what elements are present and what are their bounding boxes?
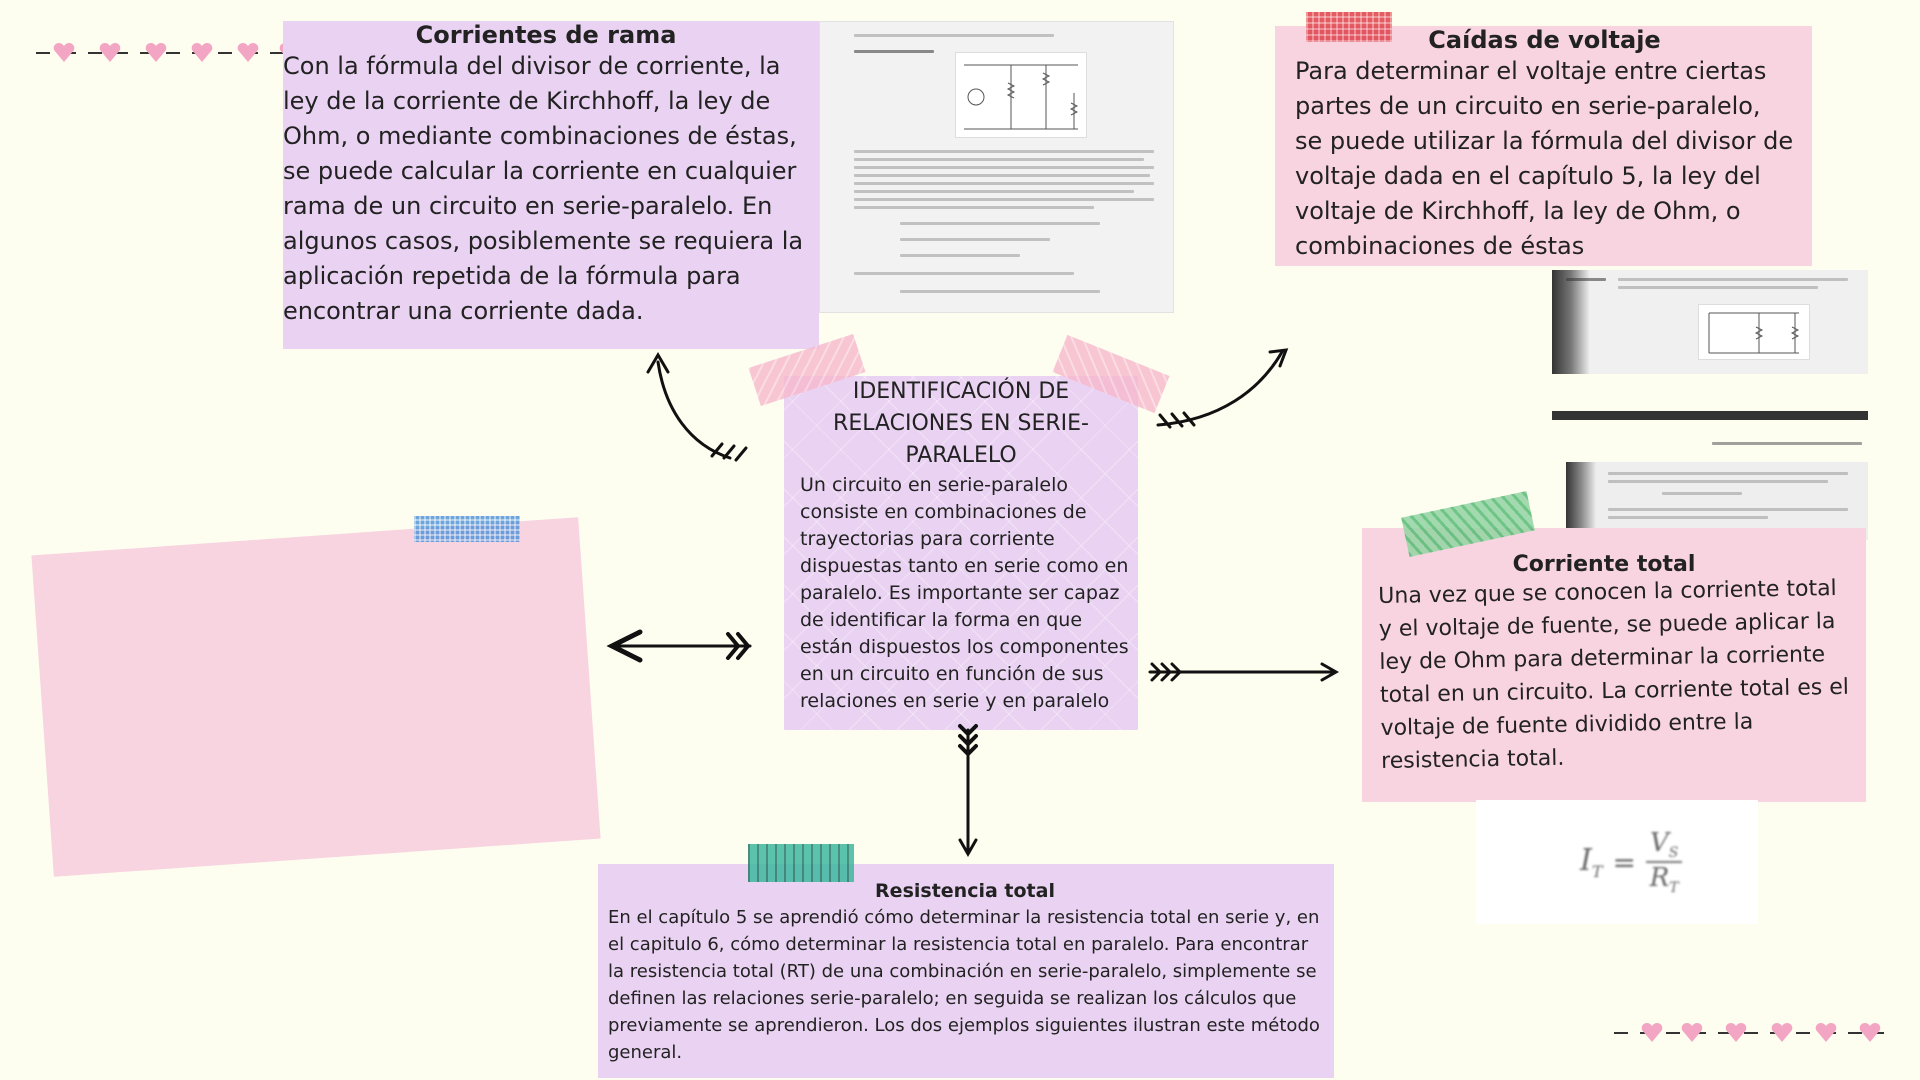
textbook-example-image [819,21,1174,313]
formula-lhs: I [1580,843,1592,879]
formula-den: R [1649,863,1670,894]
formula-lhs-sub: T [1591,862,1603,882]
total-resistance-body: En el capítulo 5 se aprendió cómo determ… [608,907,1320,1063]
total-current-formula: IT = VS RT [1476,800,1758,924]
total-current-title: Corriente total [1512,552,1696,577]
formula-num: V [1650,828,1669,858]
formula-den-sub: T [1669,880,1679,897]
central-topic-body: Un circuito en serie-paralelo consiste e… [800,474,1129,712]
circuit-diagram-icon [955,52,1087,138]
voltage-drops-title: Caídas de voltaje [1428,26,1661,54]
formula-equals: = [1612,845,1636,879]
branch-currents-title: Corrientes de rama [415,21,677,49]
curved-arrow-icon [656,360,732,460]
total-current-card: Corriente total Una vez que se conocen l… [1362,528,1866,802]
circuit-diagram-icon [1698,304,1810,360]
branch-currents-body: Con la fórmula del divisor de corriente,… [283,52,804,325]
heart-divider-icon [1614,1016,1884,1056]
curved-arrow-icon [1156,350,1284,427]
washi-tape-icon [414,516,520,542]
formula-num-sub: S [1668,845,1679,862]
total-resistance-card: Resistencia total En el capítulo 5 se ap… [598,864,1334,1078]
washi-tape-icon [1306,12,1392,42]
central-topic-card: IDENTIFICACIÓN DE RELACIONES EN SERIE-PA… [784,376,1138,730]
voltage-drops-card: Caídas de voltaje Para determinar el vol… [1275,26,1812,266]
textbook-example-image [1552,270,1868,540]
total-resistance-title: Resistencia total [875,880,1055,902]
washi-tape-icon [748,844,854,882]
branch-currents-card: Corrientes de rama Con la fórmula del di… [283,21,819,349]
central-topic-title: IDENTIFICACIÓN DE RELACIONES EN SERIE-PA… [833,379,1089,468]
voltage-drops-body: Para determinar el voltaje entre ciertas… [1295,57,1794,260]
